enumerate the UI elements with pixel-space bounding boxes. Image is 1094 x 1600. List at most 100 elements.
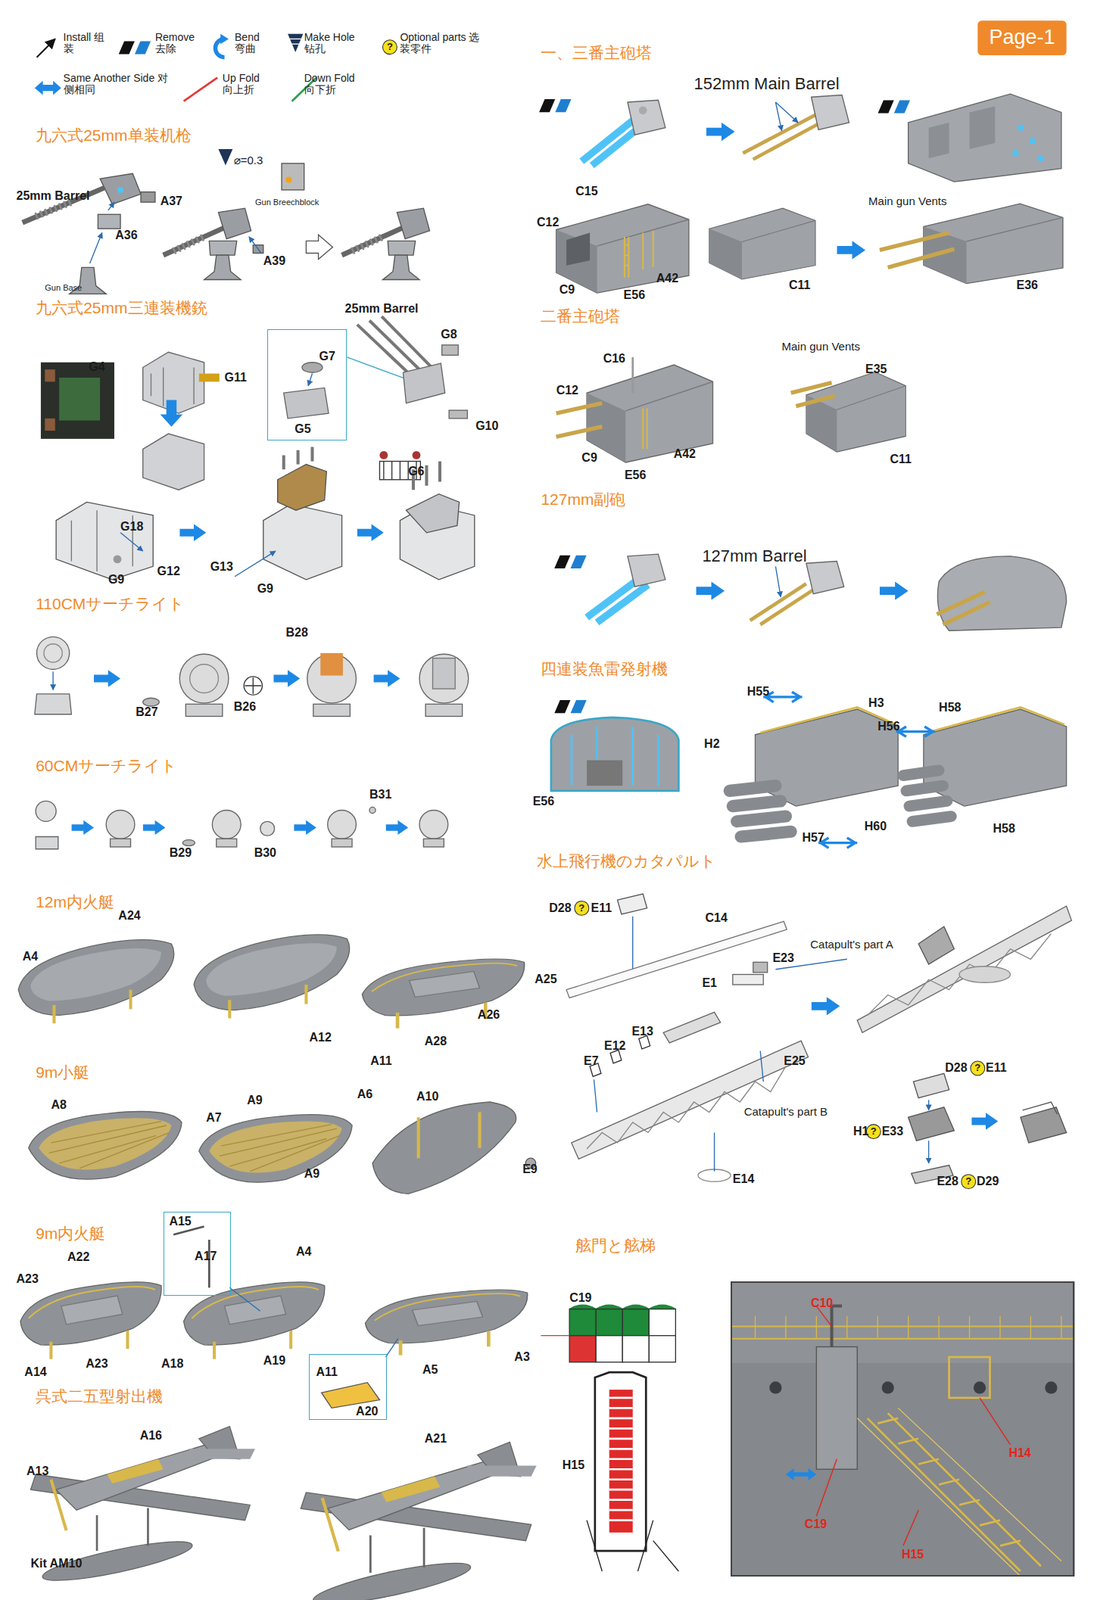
inset-box: A15A17 [163,1212,231,1297]
callout-number: A4 [296,1245,312,1260]
callout-number: A7 [205,1112,222,1126]
optional-mark: ? [965,1176,972,1188]
callout-number: A23 [85,1357,108,1372]
section-heading: 127mm副砲 [540,491,626,509]
callout-number: E35 [865,362,887,377]
callout-number: C11 [889,452,911,467]
callout-number: H58 [993,822,1016,836]
part-name: 127mm Barrel [701,547,807,566]
callout-number: D28 [548,901,571,916]
callout-number: D29 [976,1175,999,1189]
callout-number: A10 [416,1090,439,1104]
callout-number: B30 [254,846,277,861]
callout-number: E11 [590,901,612,916]
section-heading: 舷門と舷梯 [575,1237,656,1255]
callout-number: A11 [370,1054,392,1069]
callout-number: A3 [514,1350,530,1365]
section-heading: 12m内火艇 [35,893,115,911]
callout-number: A9 [304,1168,320,1182]
section-heading: 一、三番主砲塔 [540,44,652,63]
callout-number: B26 [233,700,256,714]
part-note: Main gun Vents [868,194,947,208]
section-heading: 60CMサーチライト [35,757,178,776]
callout-number: H60 [864,819,887,834]
callout-number: E13 [631,1025,653,1039]
callout-number: E11 [985,1062,1007,1076]
callout-number: A21 [424,1432,447,1447]
inset-box: A11A20 [308,1354,387,1422]
callout-number: A23 [16,1273,39,1288]
legend-item: Install 组装 [63,31,110,55]
callout-number: C9 [559,283,575,297]
callout-number: B29 [169,846,192,861]
legend-text: Optional parts 选装零件 [399,31,480,55]
callout-number: G5 [294,422,311,437]
callout-number: C12 [556,383,579,398]
callout-number: E14 [732,1172,755,1187]
callout-number: C14 [704,911,727,926]
page-number: Page-1 [988,26,1055,50]
legend-text: Make Hole 钻孔 [304,31,356,55]
callout-number: G9 [108,573,125,587]
callout-number: A18 [161,1357,184,1372]
legend-item: Remove 去除 [155,31,203,55]
callout-number: A26 [477,1008,500,1023]
callout-number: H14 [1008,1446,1031,1461]
callout-number: A28 [424,1034,447,1049]
callout-number: E56 [624,468,646,483]
callout-number: E7 [583,1054,599,1069]
callout-number: H1 [853,1125,869,1139]
callout-number: A14 [24,1365,47,1380]
callout-number: A5 [422,1363,438,1378]
callout-number: G8 [440,327,457,342]
part-note: Catapult's part A [810,938,894,952]
callout-number: H58 [938,701,961,716]
legend-text: Same Another Side 对侧相同 [63,71,169,96]
callout-number: A37 [160,194,183,209]
callout-number: H56 [877,719,900,734]
legend-text: Up Fold 向上折 [222,71,260,96]
callout-number: A24 [118,910,141,924]
callout-number: G13 [210,561,234,575]
callout-number: A8 [50,1098,66,1113]
callout-number: G6 [408,464,424,479]
callout-number: A42 [673,447,696,462]
callout-number: C11 [788,279,811,293]
callout-number: B27 [135,705,158,720]
callout-number: A39 [263,254,286,269]
callout-number: E23 [772,951,794,966]
legend-item: Make Hole 钻孔 [304,31,367,55]
section-heading: 二番主砲塔 [540,307,621,325]
inset-box: G7G5 [267,329,347,441]
callout-number: E56 [623,288,646,303]
section-heading: 九六式25mm三連装機銃 [35,299,207,318]
legend-item: Same Another Side 对侧相同 [63,72,170,96]
callout-number: C19 [804,1518,827,1533]
callout-number: E36 [1016,279,1038,293]
part-note: Main gun Vents [782,340,861,354]
section-heading: 九六式25mm单装机枪 [35,127,191,145]
callout-number: E28 [936,1175,958,1189]
callout-number: H3 [868,696,884,711]
callout-number: G7 [319,350,336,365]
callout-number: A16 [140,1429,163,1444]
callout-number: D28 [944,1062,967,1076]
callout-number: A25 [534,972,557,987]
callout-number: E56 [532,795,555,810]
optional-mark: ? [578,903,585,914]
callout-number: A12 [308,1031,331,1045]
legend-text: Remove 去除 [155,31,195,55]
callout-number: Kit AM10 [30,1558,82,1572]
page-badge: Page-1 [977,20,1066,56]
optional-mark: ? [974,1062,981,1074]
callout-number: E25 [783,1054,805,1069]
part-note: Gun Base [44,283,82,293]
callout-number: 25mm Barrel [345,302,419,317]
callout-number: H15 [901,1548,924,1562]
part-note: ⌀=0.3 [233,153,264,167]
callout-number: G18 [120,520,144,534]
callout-number: A6 [357,1088,373,1103]
callout-number: A11 [316,1365,338,1380]
callout-number: G4 [88,360,105,375]
callout-number: H55 [747,685,770,699]
